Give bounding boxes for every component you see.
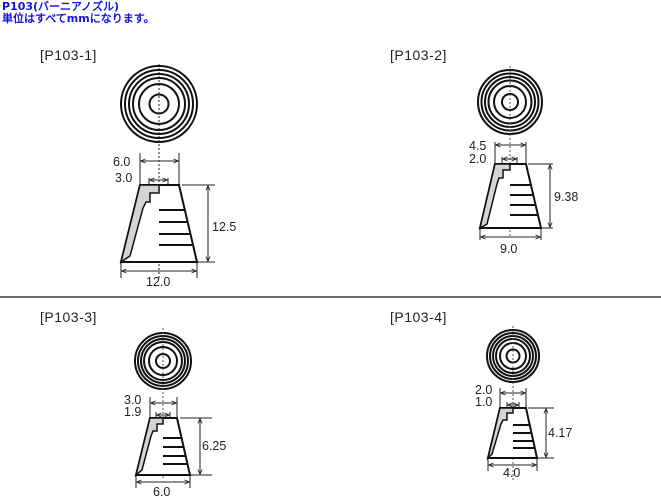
dim-top-inner: 3.0 <box>115 171 132 185</box>
units-note: 単位はすべてmmになります。 <box>2 12 155 25</box>
page-title: P103(バーニアノズル) <box>2 0 120 13</box>
nozzle-drawing-p103-1: 6.0 3.0 12.5 12.0 <box>113 64 236 289</box>
dim-bottom: 6.0 <box>153 485 170 499</box>
dim-top-inner: 1.9 <box>124 405 141 419</box>
dim-top-outer: 3.0 <box>124 393 141 407</box>
part-title-p103-3: [P103-3] <box>40 309 97 325</box>
part-title-p103-4: [P103-4] <box>390 309 447 325</box>
dim-top-inner: 1.0 <box>475 395 492 409</box>
dim-bottom: 9.0 <box>500 242 517 256</box>
dim-height: 4.17 <box>548 426 572 440</box>
dim-height: 12.5 <box>212 220 236 234</box>
part-title-p103-1: [P103-1] <box>40 47 97 63</box>
dim-top-outer: 2.0 <box>475 383 492 397</box>
dim-height: 9.38 <box>554 190 578 204</box>
dim-bottom: 12.0 <box>146 275 170 289</box>
part-title-p103-2: [P103-2] <box>390 47 447 63</box>
dim-top-inner: 2.0 <box>469 152 486 166</box>
section-divider <box>0 296 661 298</box>
nozzle-drawing-p103-4: 2.0 1.0 4.17 4.0 <box>475 326 572 482</box>
nozzle-drawing-p103-3: 3.0 1.9 6.25 6.0 <box>124 328 226 499</box>
nozzle-drawing-p103-2: 4.5 2.0 9.38 9.0 <box>469 66 578 256</box>
dim-bottom: 4.0 <box>503 466 520 480</box>
dim-top-outer: 4.5 <box>469 139 486 153</box>
dim-height: 6.25 <box>202 439 226 453</box>
dim-top-outer: 6.0 <box>113 155 130 169</box>
